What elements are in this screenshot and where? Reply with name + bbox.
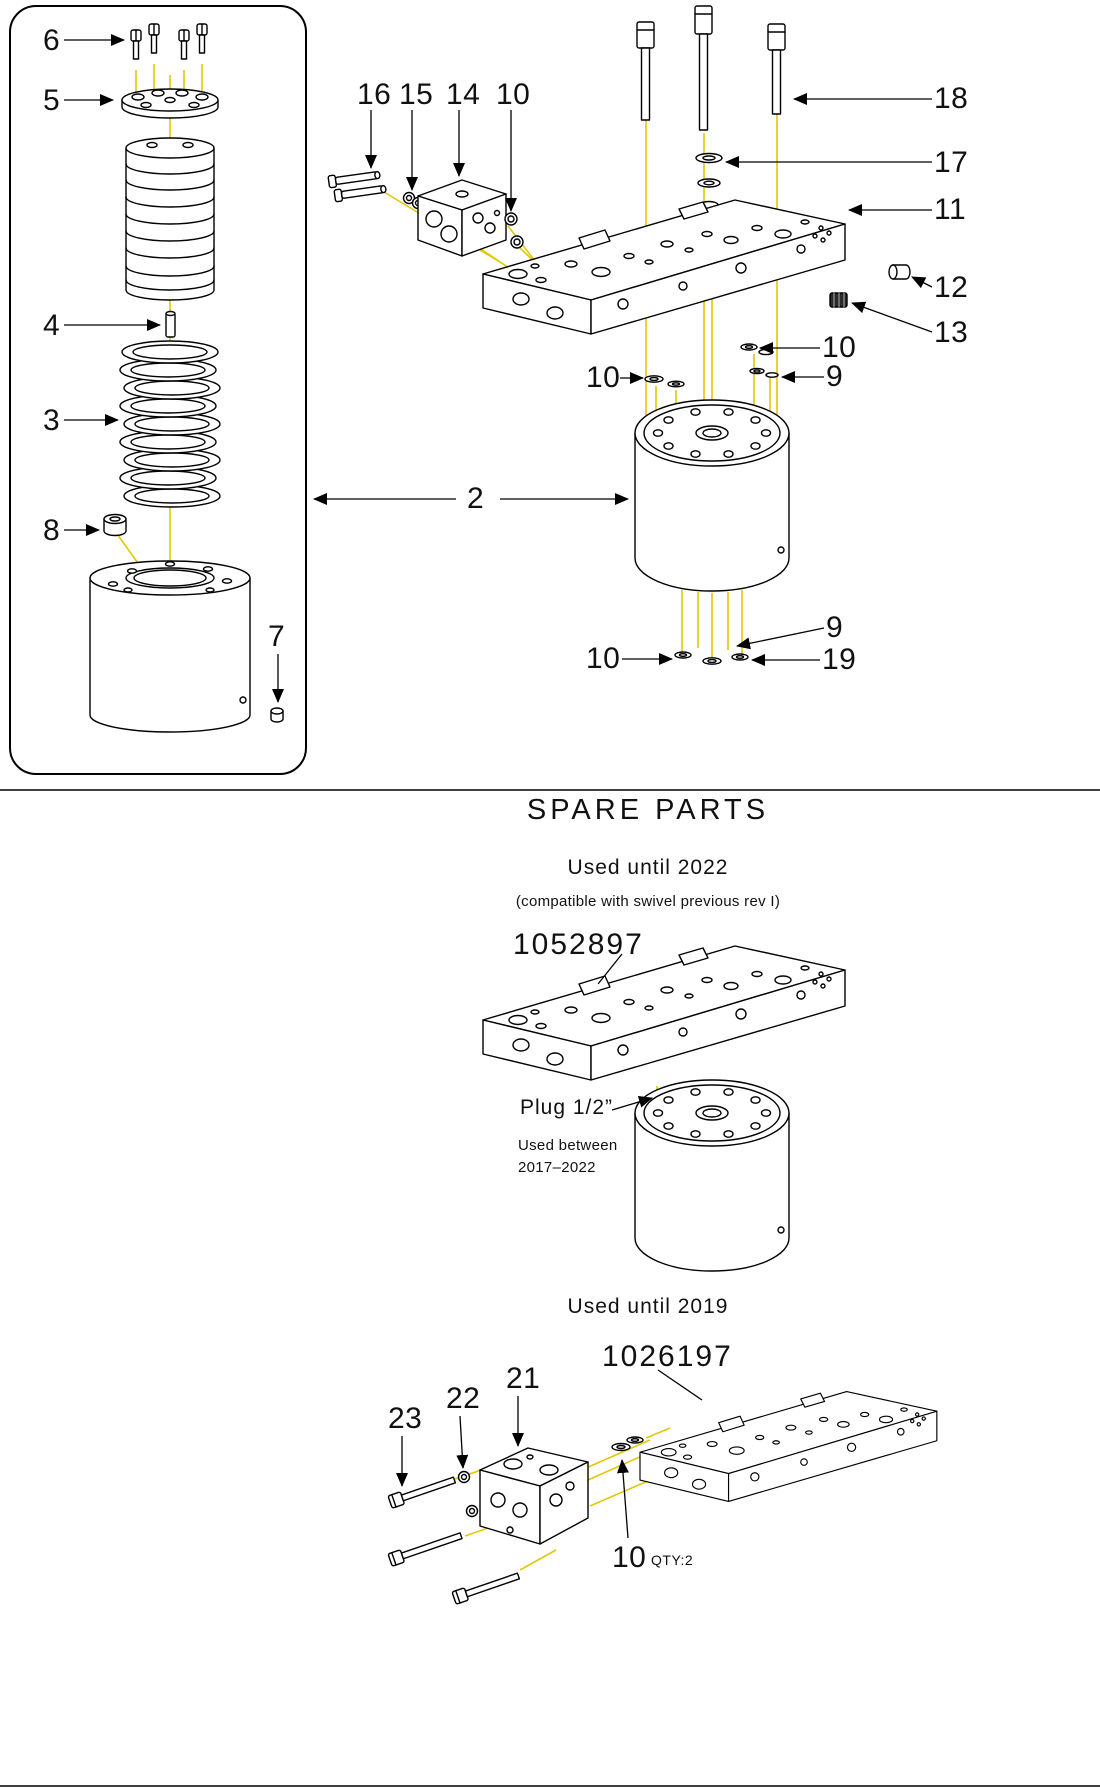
- callout-10-spare: 10: [612, 1541, 647, 1574]
- callout-10-valve: 10: [496, 78, 531, 111]
- part-number-1052897: 1052897: [513, 928, 644, 961]
- valve-block-14: [417, 179, 507, 257]
- callout-22: 22: [446, 1382, 481, 1415]
- plug-8: [103, 513, 127, 537]
- callout-15: 15: [399, 78, 434, 111]
- exploded-box-outline: [9, 5, 307, 775]
- washers-9-upper: [749, 367, 779, 378]
- callout-8: 8: [43, 514, 61, 547]
- washers-22: [457, 1470, 479, 1518]
- callout-leaders: [64, 34, 933, 1539]
- plug-13: [829, 292, 848, 308]
- callout-10-lower: 10: [586, 642, 621, 675]
- callout-21: 21: [506, 1362, 541, 1395]
- callout-4: 4: [43, 309, 61, 342]
- top-plate-5: [121, 88, 219, 119]
- callout-19: 19: [822, 643, 857, 676]
- qty-label: QTY:2: [651, 1552, 694, 1568]
- bolts-18: [636, 5, 786, 131]
- callout-11: 11: [934, 193, 967, 226]
- plug-half-inch-label: Plug 1/2”: [520, 1096, 614, 1119]
- washers-bottom: [674, 651, 749, 665]
- spare-plate-1026197: [639, 1390, 938, 1503]
- plug-7: [270, 707, 284, 723]
- callout-5: 5: [43, 84, 61, 117]
- callout-16: 16: [357, 78, 392, 111]
- callout-13: 13: [934, 316, 969, 349]
- spare-parts-title: SPARE PARTS: [526, 794, 770, 826]
- callout-12: 12: [934, 271, 969, 304]
- screws-23: [387, 1476, 521, 1605]
- callout-9-lower: 9: [826, 611, 844, 644]
- callout-3: 3: [43, 404, 61, 437]
- plug-12: [888, 264, 911, 280]
- screws-6: [130, 23, 208, 60]
- disc-stack: [125, 137, 215, 301]
- plug-note-line2: 2017–2022: [518, 1159, 596, 1176]
- swivel-housing: [89, 560, 251, 733]
- callout-10-upper-left: 10: [586, 361, 621, 394]
- spare-plate-1052897: [482, 945, 846, 1081]
- part-number-1026197: 1026197: [602, 1340, 733, 1373]
- callout-6: 6: [43, 24, 61, 57]
- used-until-2019-heading: Used until 2019: [567, 1295, 729, 1318]
- manifold-plate-11: [482, 199, 846, 335]
- pins-16: [327, 170, 387, 203]
- block-21: [479, 1447, 589, 1545]
- callout-17: 17: [934, 146, 969, 179]
- pin-4: [165, 310, 176, 338]
- orings-10-spare: [611, 1436, 644, 1452]
- washers-17: [695, 152, 723, 210]
- callout-7: 7: [268, 620, 286, 653]
- callout-18: 18: [934, 82, 969, 115]
- callout-23: 23: [388, 1402, 423, 1435]
- callout-9-upper-right: 9: [826, 360, 844, 393]
- orings-10-valve: [504, 212, 524, 249]
- wave-spring-3: [119, 340, 221, 508]
- callout-10-upper-right: 10: [822, 331, 857, 364]
- swivel-body-2: [634, 399, 790, 592]
- plug-note-line1: Used between: [518, 1137, 618, 1154]
- callout-2: 2: [467, 482, 485, 515]
- used-until-2022-heading: Used until 2022: [567, 856, 729, 879]
- spare-cylinder: [634, 1079, 790, 1272]
- callout-14: 14: [446, 78, 481, 111]
- compatibility-note: (compatible with swivel previous rev I): [515, 893, 781, 910]
